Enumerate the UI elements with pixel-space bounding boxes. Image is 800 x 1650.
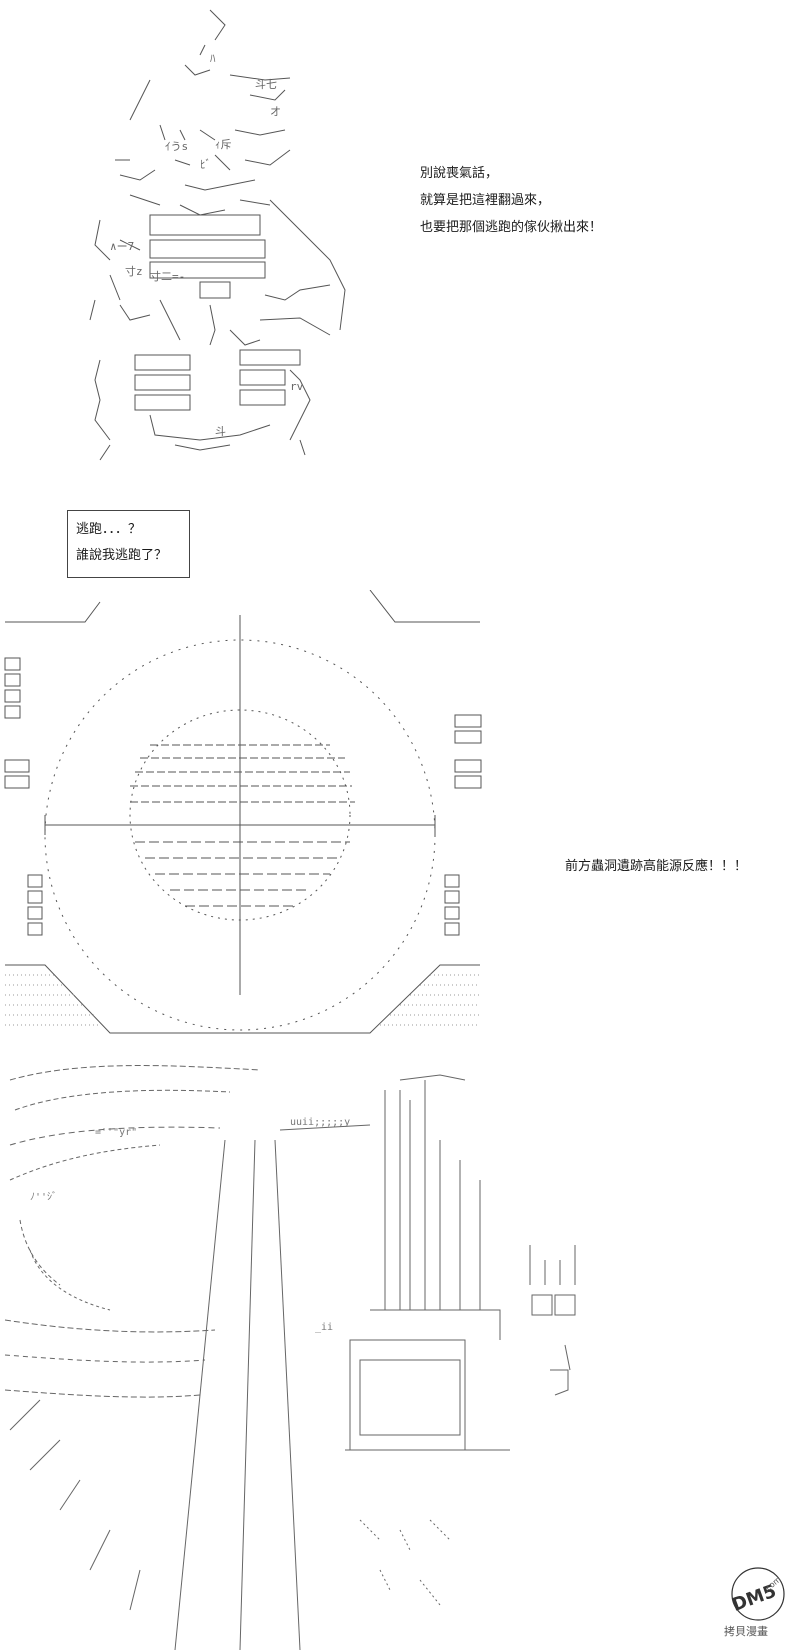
dm5-logo: DM5 .com	[729, 1567, 785, 1621]
svg-text:寸二=-: 寸二=-	[150, 269, 185, 283]
box-line: 誰說我逃跑了？	[76, 548, 168, 563]
boxed-dialogue: 逃跑．．．？ 誰說我逃跑了？	[67, 510, 190, 578]
svg-text:uuii;;;;;y: uuii;;;;;y	[290, 1117, 350, 1128]
box-line: 逃跑．．．？	[76, 522, 142, 537]
svg-text:_ii: _ii	[315, 1322, 333, 1333]
character-ascii-art: ﾊ 斗七 オ ｲうs ｨ斥 ﾋﾞ ∧ー7 寸z 寸二=- rv 斗	[89, 9, 346, 461]
svg-text:rv: rv	[290, 380, 304, 393]
alert-text: 前方蟲洞遺跡高能源反應！！！	[565, 859, 748, 874]
svg-text:=''"yr": =''"yr"	[95, 1127, 137, 1138]
panel-character: ﾊ 斗七 オ ｲうs ｨ斥 ﾋﾞ ∧ー7 寸z 寸二=- rv 斗	[0, 0, 800, 480]
svg-text:オ: オ	[270, 105, 281, 118]
watermark-caption: 拷貝漫畫	[724, 1625, 768, 1638]
panel-targeting-hud	[0, 590, 800, 1050]
svg-text:斗: 斗	[215, 425, 226, 438]
svg-text:ｨ斥: ｨ斥	[215, 138, 232, 151]
speech-line: 也要把那個逃跑的傢伙揪出來！	[420, 220, 603, 235]
targeting-hud-art	[4, 590, 482, 1034]
svg-text:∧ー7: ∧ー7	[110, 240, 134, 253]
svg-text:ﾊ: ﾊ	[210, 52, 216, 65]
svg-text:斗七: 斗七	[255, 78, 277, 91]
panel-ruins: uuii;;;;;y =''"yr" ﾉ''ｼﾞ _ii	[0, 1050, 800, 1650]
speech-line: 別說喪氣話，	[420, 166, 499, 181]
svg-text:寸z: 寸z	[125, 264, 143, 278]
speech-line: 就算是把這裡翻過來，	[420, 193, 551, 208]
svg-text:ﾉ''ｼﾞ: ﾉ''ｼﾞ	[30, 1191, 57, 1203]
svg-text:ｲうs: ｲうs	[165, 140, 188, 153]
svg-text:ﾋﾞ: ﾋﾞ	[200, 158, 211, 171]
ruins-ascii-art: uuii;;;;;y =''"yr" ﾉ''ｼﾞ _ii	[4, 1065, 576, 1650]
speech-text-block: 別說喪氣話， 就算是把這裡翻過來， 也要把那個逃跑的傢伙揪出來！	[420, 160, 602, 241]
